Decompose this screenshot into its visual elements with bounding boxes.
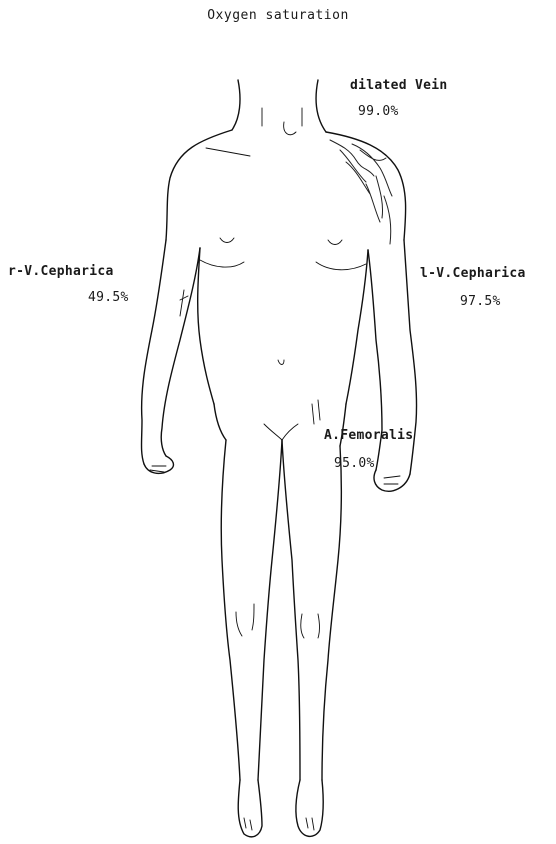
right-leg-inner xyxy=(282,440,300,780)
chest-left-line xyxy=(200,260,244,267)
value-r-v-cepharica: 49.5% xyxy=(88,290,129,305)
torso-right-side xyxy=(346,250,368,404)
torso-left-side xyxy=(198,248,214,404)
neck-right-outline xyxy=(316,80,326,132)
left-foot xyxy=(238,780,262,837)
left-side-inner-arm xyxy=(161,248,200,456)
left-knee xyxy=(236,604,254,636)
groin-line xyxy=(264,424,298,440)
left-hand-fingers xyxy=(150,466,166,472)
sternal-notch xyxy=(284,122,296,135)
label-dilated-vein: dilated Vein xyxy=(350,78,448,93)
left-toes xyxy=(244,818,252,830)
right-toes xyxy=(306,818,314,830)
value-dilated-vein: 99.0% xyxy=(358,104,399,119)
value-l-v-cepharica: 97.5% xyxy=(460,294,501,309)
right-foot xyxy=(296,780,323,836)
right-leg-outer xyxy=(322,446,341,780)
label-a-femoralis: A.Femoralis xyxy=(324,428,413,443)
femoral-mark xyxy=(312,400,320,424)
left-leg-inner xyxy=(258,440,282,780)
hip-left xyxy=(214,404,226,440)
left-nipple xyxy=(220,238,234,243)
right-nipple xyxy=(328,240,342,245)
chest-right-line xyxy=(316,262,366,270)
right-side-shoulder xyxy=(326,132,406,240)
left-hand xyxy=(144,456,173,473)
navel xyxy=(278,360,284,365)
right-hand xyxy=(374,470,410,491)
right-hand-fingers xyxy=(384,476,400,484)
neck-left-outline xyxy=(232,80,240,130)
left-clavicle xyxy=(206,148,250,156)
right-knee xyxy=(301,614,320,638)
label-r-v-cepharica: r-V.Cepharica xyxy=(8,264,114,279)
label-l-v-cepharica: l-V.Cepharica xyxy=(420,266,526,281)
value-a-femoralis: 95.0% xyxy=(334,456,375,471)
dilated-vein-network xyxy=(330,140,392,244)
left-side-shoulder xyxy=(166,130,232,240)
left-leg-outer xyxy=(221,440,240,780)
